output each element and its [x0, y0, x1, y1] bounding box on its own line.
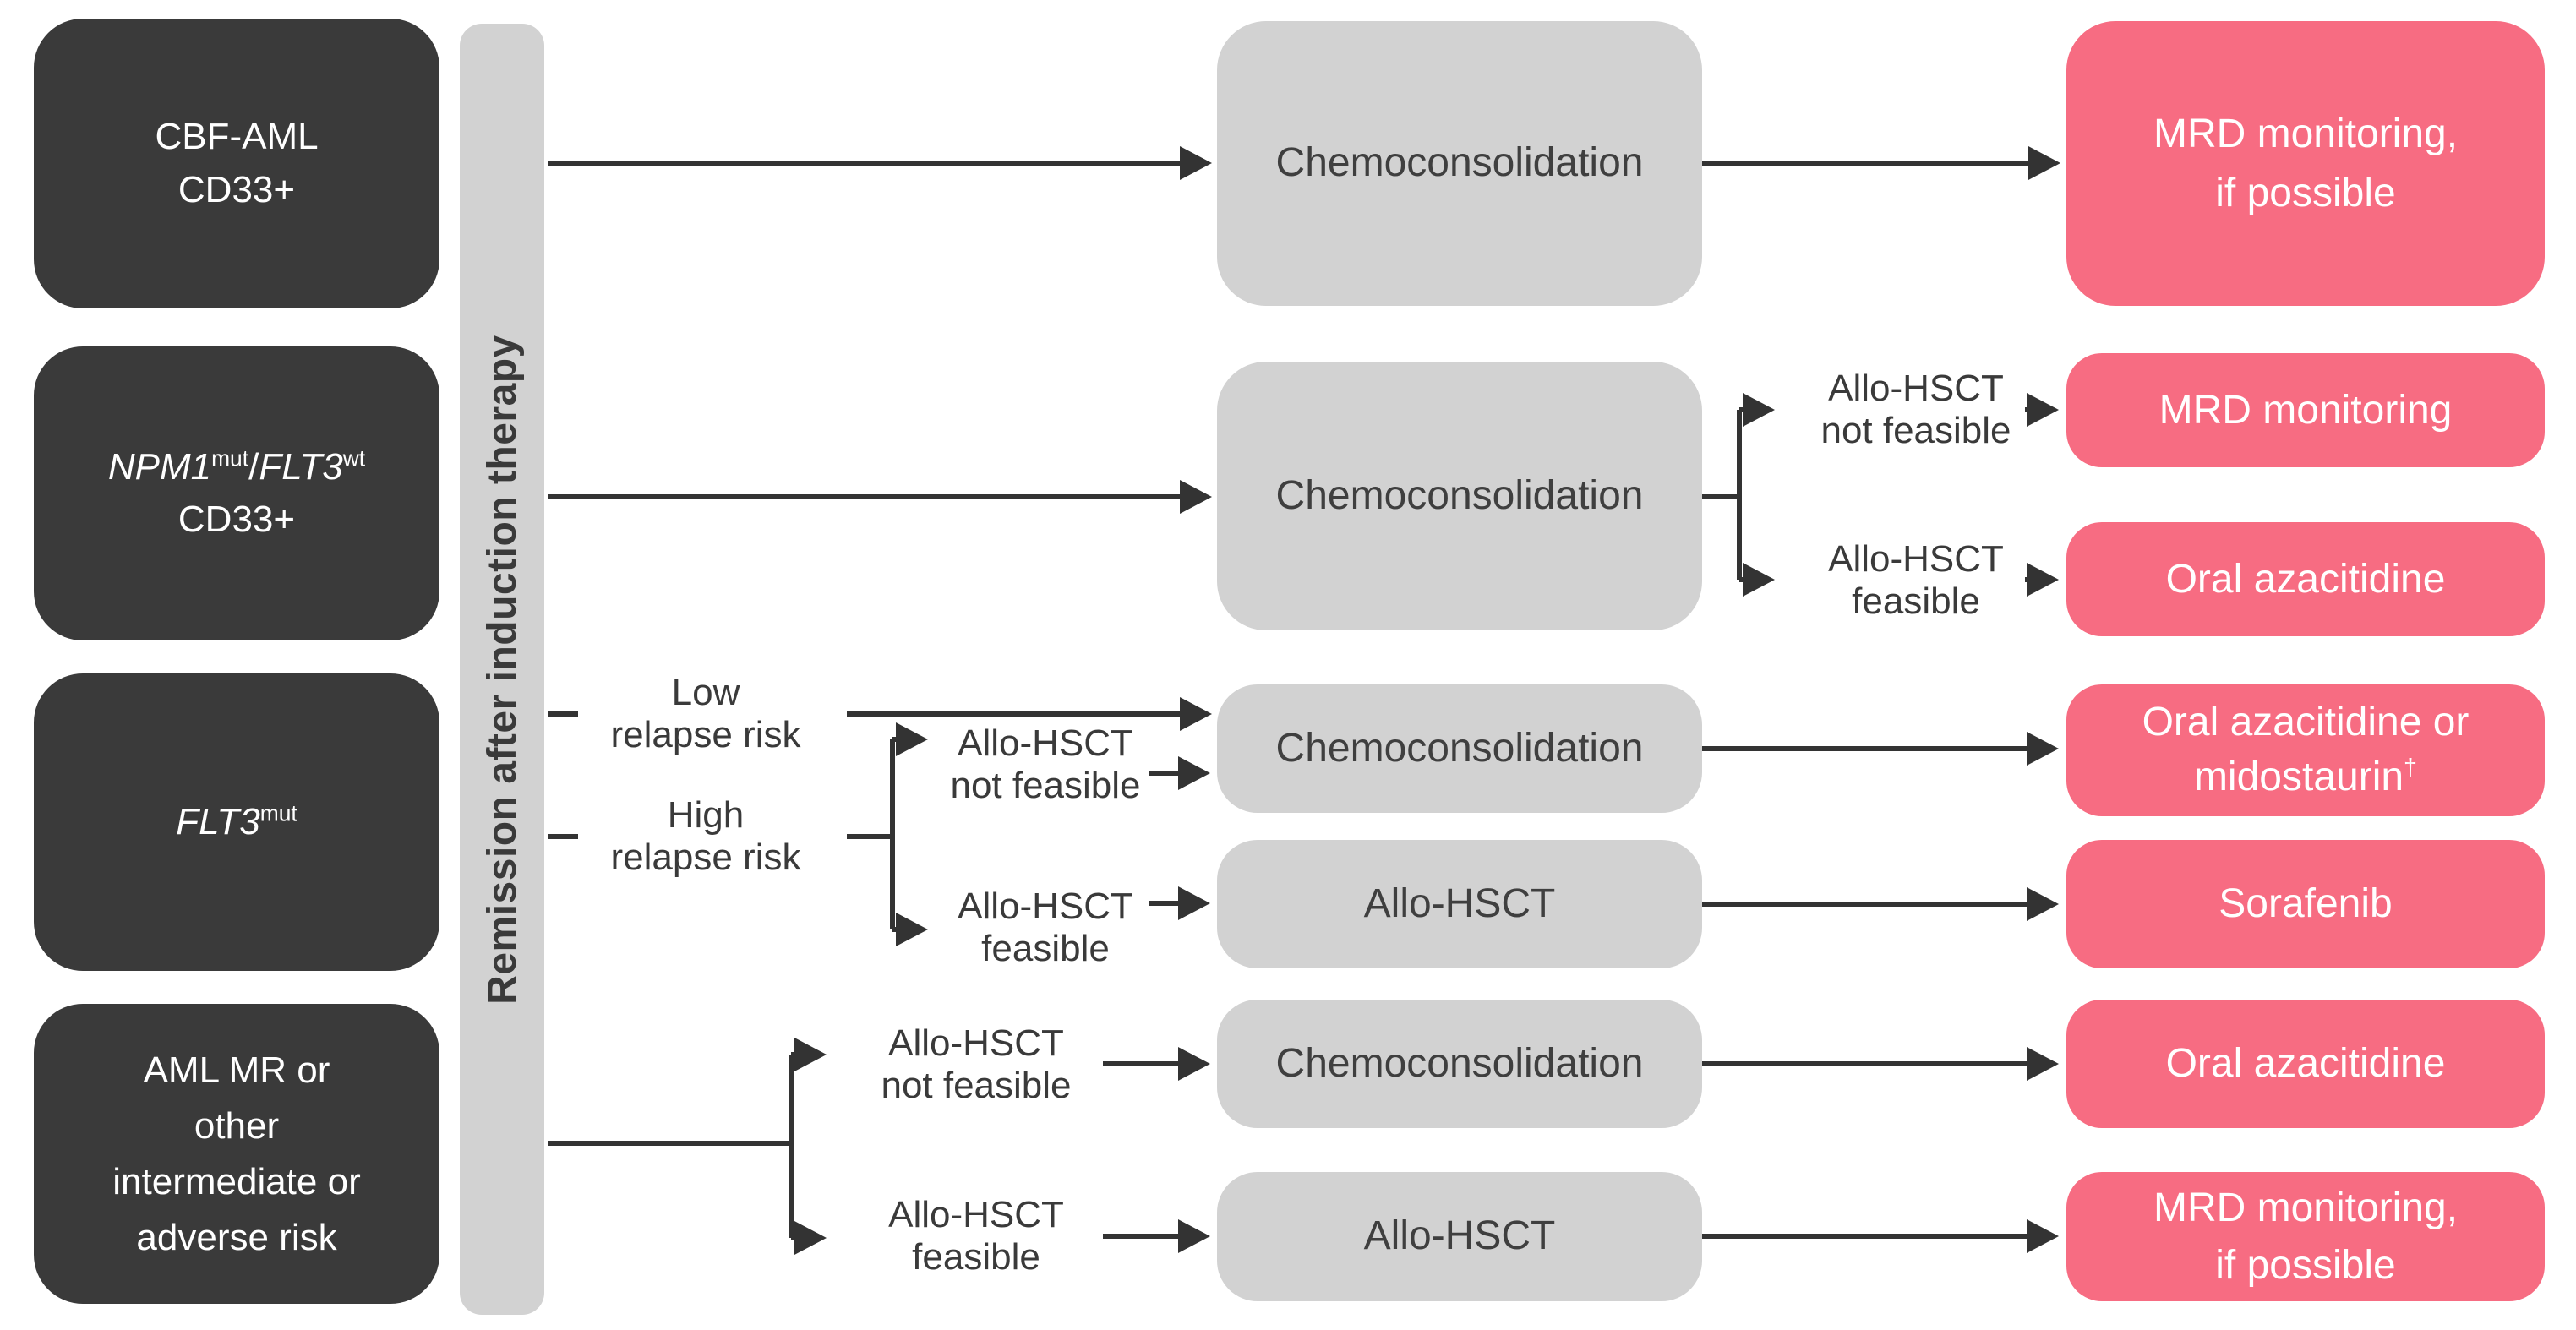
- risk-box-amlmr-line3: intermediate or: [112, 1160, 361, 1202]
- risk-box-flt3: FLT3mut: [34, 673, 439, 971]
- outcome-line: MRD monitoring,: [2153, 111, 2459, 156]
- sup-mut: mut: [211, 444, 249, 471]
- outcome-box-oral-azacitidine-amlmr: Oral azacitidine: [2066, 1000, 2545, 1128]
- treatment-box-chemo-cbf: Chemoconsolidation: [1217, 21, 1702, 306]
- outcome-line: Oral azacitidine: [2165, 1041, 2446, 1087]
- treatment-label: Chemoconsolidation: [1275, 725, 1644, 771]
- slash: /: [248, 445, 259, 488]
- treatment-box-chemo-npm1: Chemoconsolidation: [1217, 362, 1702, 630]
- branch-label-flt3-hsct-feasible: Allo-HSCT feasible: [958, 886, 1133, 969]
- outcome-line: midostaurin†: [2194, 750, 2417, 805]
- gene-flt3: FLT3: [259, 445, 343, 488]
- risk-box-cbf-line1: CBF-AML: [155, 116, 319, 158]
- risk-box-aml-mr: AML MR or other intermediate or adverse …: [34, 1004, 439, 1304]
- outcome-box-mrd-if-possible-bottom: MRD monitoring, if possible: [2066, 1172, 2545, 1301]
- branch-label-amlmr-hsct-feasible: Allo-HSCT feasible: [888, 1194, 1064, 1278]
- outcome-box-oral-azacitidine-npm1: Oral azacitidine: [2066, 522, 2545, 636]
- branch-label-flt3-hsct-not-feasible: Allo-HSCT not feasible: [950, 722, 1141, 806]
- sup-mut2: mut: [259, 800, 297, 826]
- branch-label-amlmr-hsct-not-feasible: Allo-HSCT not feasible: [881, 1022, 1072, 1106]
- risk-box-amlmr-line2: other: [194, 1104, 280, 1147]
- risk-box-npm1-line2: CD33+: [177, 499, 296, 540]
- outcome-box-sorafenib: Sorafenib: [2066, 840, 2545, 968]
- treatment-label: Chemoconsolidation: [1275, 140, 1644, 186]
- branch-label-npm1-hsct-feasible: Allo-HSCT feasible: [1828, 538, 2004, 622]
- branch-label-low-relapse-risk: Low relapse risk: [610, 672, 801, 755]
- outcome-line: if possible: [2215, 1242, 2396, 1288]
- treatment-box-chemo-flt3: Chemoconsolidation: [1217, 684, 1702, 813]
- outcome-line: MRD monitoring: [2158, 387, 2453, 433]
- bracket-npm1: [1702, 410, 1742, 580]
- outcome-line: if possible: [2215, 170, 2396, 215]
- risk-box-npm1-flt3: NPM1mut/FLT3wt CD33+: [34, 346, 439, 640]
- treatment-label: Chemoconsolidation: [1275, 1040, 1644, 1086]
- gene-npm1: NPM1: [107, 445, 212, 488]
- treatment-box-chemo-amlmr: Chemoconsolidation: [1217, 1000, 1702, 1128]
- risk-box-amlmr-line1: AML MR or: [143, 1049, 330, 1091]
- outcome-line: MRD monitoring,: [2153, 1186, 2459, 1231]
- branch-label-npm1-hsct-not-feasible: Allo-HSCT not feasible: [1820, 368, 2011, 451]
- risk-box-npm1-line1: NPM1mut/FLT3wt: [108, 441, 365, 493]
- treatment-label: Allo-HSCT: [1363, 880, 1556, 926]
- treatment-label: Chemoconsolidation: [1275, 472, 1644, 518]
- outcome-line: Oral azacitidine or: [2142, 700, 2470, 745]
- bracket-high-relapse: [847, 739, 895, 929]
- outcome-box-mrd-monitoring: MRD monitoring: [2066, 353, 2545, 467]
- treatment-label: Allo-HSCT: [1363, 1213, 1556, 1259]
- risk-box-amlmr-line4: adverse risk: [136, 1216, 337, 1258]
- outcome-line: Oral azacitidine: [2165, 556, 2446, 602]
- risk-box-cbf-line2: CD33+: [177, 168, 296, 210]
- gene-flt3mut: FLT3: [176, 800, 260, 842]
- branch-label-high-relapse-risk: High relapse risk: [610, 794, 801, 878]
- bracket-amlmr: [548, 1055, 794, 1238]
- treatment-box-allo-amlmr: Allo-HSCT: [1217, 1172, 1702, 1301]
- sup-wt: wt: [342, 444, 366, 471]
- midostaurin-text: midostaurin: [2193, 755, 2404, 799]
- outcome-box-oral-aza-midostaurin: Oral azacitidine or midostaurin†: [2066, 684, 2545, 816]
- risk-box-flt3-line1: FLT3mut: [176, 796, 297, 848]
- dagger-footnote-mark: †: [2404, 755, 2418, 782]
- induction-bar: Remission after induction therapy: [460, 24, 544, 1315]
- outcome-box-mrd-if-possible-top: MRD monitoring, if possible: [2066, 21, 2545, 306]
- risk-box-cbf-aml: CBF-AML CD33+: [34, 19, 439, 308]
- induction-bar-label: Remission after induction therapy: [479, 334, 525, 1005]
- treatment-box-allo-flt3: Allo-HSCT: [1217, 840, 1702, 968]
- outcome-line: Sorafenib: [2219, 881, 2393, 927]
